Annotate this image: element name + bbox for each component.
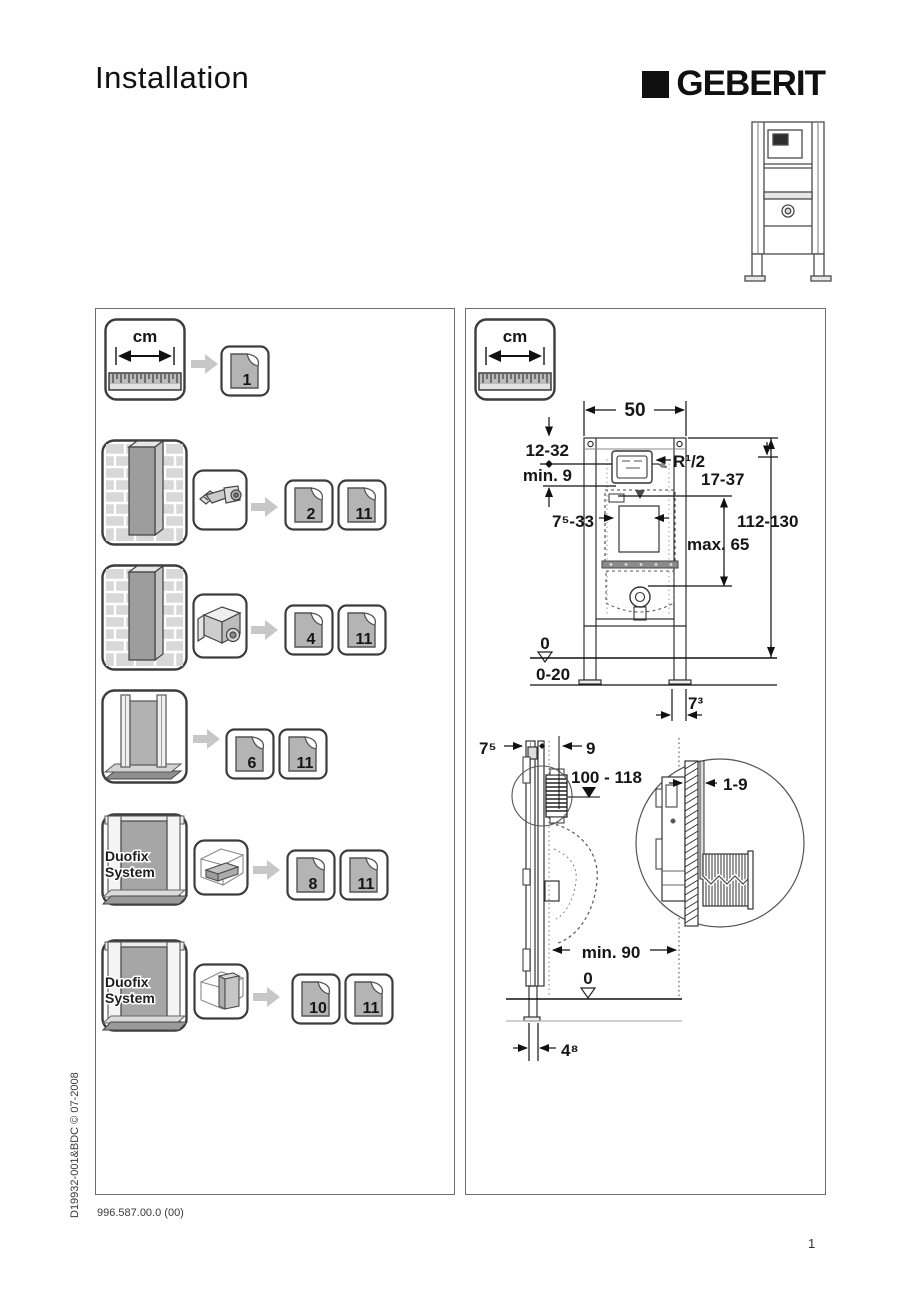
geberit-logo-text: GEBERIT bbox=[676, 64, 826, 103]
page-ref-icon: 11 bbox=[278, 728, 328, 780]
page-number-ref: 2 bbox=[307, 506, 316, 523]
geberit-logo: GEBERIT bbox=[642, 64, 826, 104]
dim-frame-width: 50 bbox=[624, 400, 645, 421]
stud-wall-icon bbox=[101, 689, 188, 784]
cm-ruler-icon: cm bbox=[474, 318, 556, 401]
box-bracket-icon bbox=[192, 593, 248, 659]
dim-zero-level: 0 bbox=[540, 634, 549, 653]
page-number: 1 bbox=[808, 1236, 816, 1251]
page-ref-icon: 4 bbox=[284, 604, 334, 656]
page-ref-icon: 11 bbox=[337, 479, 387, 531]
dim-frame-height-range: 112-130 bbox=[737, 512, 798, 531]
page-ref-icon: 11 bbox=[337, 604, 387, 656]
front-view-frame bbox=[578, 437, 692, 685]
dim-foot-width: 7³ bbox=[688, 694, 703, 713]
side-view-frame bbox=[511, 738, 680, 1022]
page-number-ref: 11 bbox=[356, 506, 373, 523]
dim-finish-thickness: 1-9 bbox=[723, 775, 748, 794]
page-ref-icon: 2 bbox=[284, 479, 334, 531]
duofix-system-icon: Duofix System bbox=[101, 939, 188, 1032]
dim-zero-level-side: 0 bbox=[583, 969, 592, 988]
page-number-ref: 10 bbox=[309, 1000, 327, 1017]
masonry-wall-icon bbox=[101, 564, 188, 671]
vertical-panel-icon bbox=[193, 963, 249, 1020]
article-number: 996.587.00.0 (00) bbox=[97, 1207, 184, 1219]
wall-bracket-icon bbox=[192, 469, 248, 531]
cm-label: cm bbox=[133, 327, 158, 346]
page-ref-icon: 1 bbox=[220, 345, 270, 397]
dimension-drawing: 50 12-32 min. 9 R¹/2 17-37 7⁵-33 112-130… bbox=[479, 400, 805, 1061]
dim-min-clearance: min. 90 bbox=[582, 943, 641, 962]
page-ref-icon: 11 bbox=[339, 849, 389, 901]
arrow-icon bbox=[253, 860, 280, 880]
page-ref-icon: 10 bbox=[291, 973, 341, 1025]
side-view-dimensions bbox=[504, 736, 717, 1061]
page-number-ref: 4 bbox=[307, 631, 316, 648]
duofix-label-line2: System bbox=[105, 864, 155, 880]
page-ref-icon: 6 bbox=[225, 728, 275, 780]
dim-offset: 9 bbox=[586, 739, 595, 758]
horizontal-panel-icon bbox=[193, 839, 249, 896]
cm-label: cm bbox=[503, 327, 528, 346]
product-frame-illustration bbox=[744, 121, 832, 282]
duofix-label-line1: Duofix bbox=[105, 848, 149, 864]
detail-circle bbox=[635, 758, 805, 928]
dim-side-min: min. 9 bbox=[523, 466, 572, 485]
dim-floor-adjust-range: 0-20 bbox=[536, 665, 570, 684]
page-number-ref: 11 bbox=[358, 876, 375, 893]
arrow-icon bbox=[191, 354, 218, 374]
dim-water-supply: R¹/2 bbox=[673, 452, 705, 471]
dim-urinal-rim-height: 100 - 118 bbox=[571, 768, 642, 787]
arrow-icon bbox=[251, 497, 278, 517]
document-code-vertical: D19932-001&BDC © 07-2008 bbox=[69, 1072, 81, 1218]
page-number-ref: 8 bbox=[309, 876, 318, 893]
overview-panel: cm 1 bbox=[95, 308, 455, 1195]
page-ref-icon: 8 bbox=[286, 849, 336, 901]
dim-frame-depth: 7⁵ bbox=[479, 739, 496, 758]
page-number-ref: 11 bbox=[297, 755, 314, 772]
front-view-dimensions bbox=[530, 401, 778, 721]
page-number-ref: 6 bbox=[248, 755, 257, 772]
masonry-wall-icon bbox=[101, 439, 188, 546]
duofix-system-icon: Duofix System bbox=[101, 813, 188, 906]
arrow-icon bbox=[253, 987, 280, 1007]
duofix-label-line1: Duofix bbox=[105, 974, 149, 990]
dim-fixation-range: 7⁵-33 bbox=[552, 512, 594, 531]
dim-top-edge-range: 12-32 bbox=[526, 441, 569, 460]
duofix-label-line2: System bbox=[105, 990, 155, 1006]
cm-ruler-icon: cm bbox=[104, 318, 186, 401]
geberit-logo-square-icon bbox=[642, 70, 670, 98]
dimensions-panel: cm bbox=[465, 308, 826, 1195]
dim-foot-depth: 4⁸ bbox=[561, 1041, 579, 1060]
page-number-ref: 1 bbox=[243, 372, 252, 389]
page-title: Installation bbox=[95, 60, 250, 95]
dim-max: max. 65 bbox=[687, 535, 749, 554]
page-number-ref: 11 bbox=[356, 631, 373, 648]
dim-supply-depth-range: 17-37 bbox=[701, 470, 744, 489]
arrow-icon bbox=[251, 620, 278, 640]
arrow-icon bbox=[193, 729, 220, 749]
page-number-ref: 11 bbox=[363, 1000, 380, 1017]
page-ref-icon: 11 bbox=[344, 973, 394, 1025]
